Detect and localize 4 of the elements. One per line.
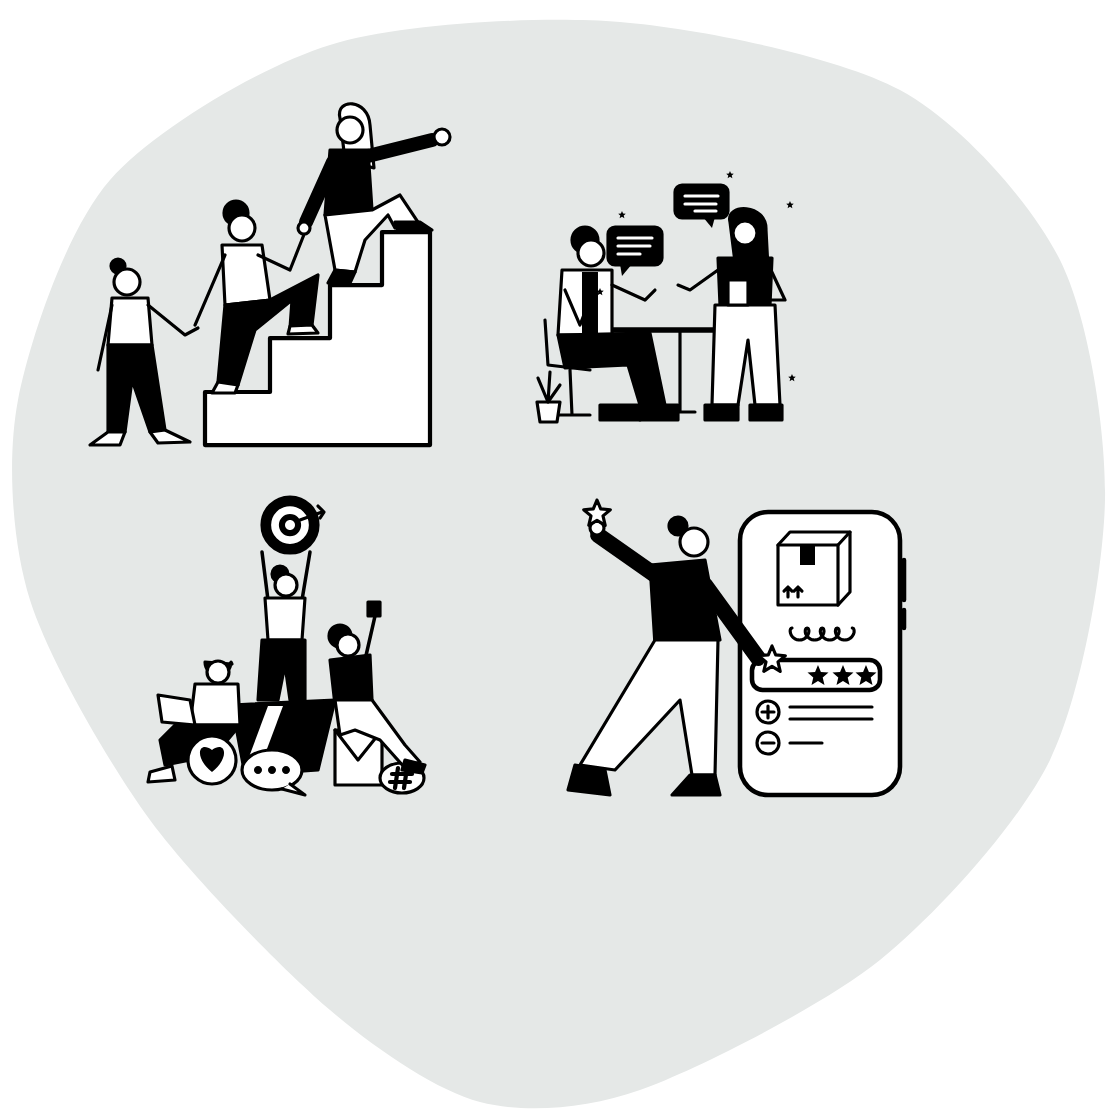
stair-climbing-drawing (88, 102, 452, 448)
phone-rating-drawing (566, 498, 907, 798)
meeting-drawing (535, 171, 796, 424)
team-goal-drawing (146, 495, 427, 797)
